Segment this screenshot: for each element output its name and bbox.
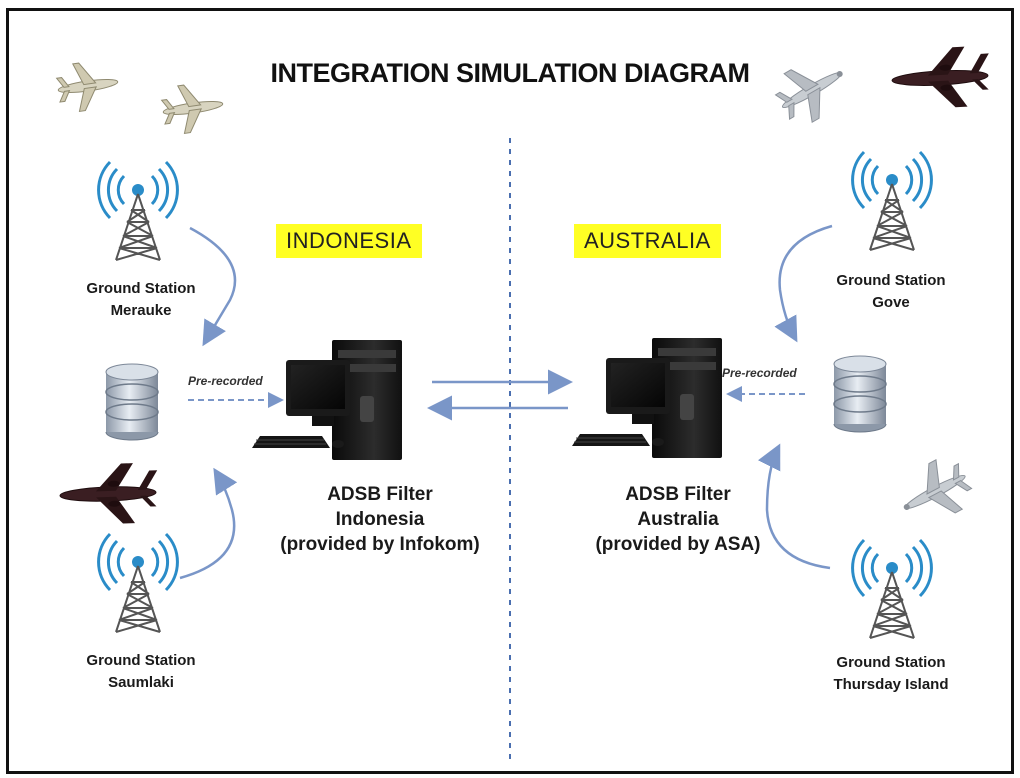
arrow <box>179 467 238 580</box>
computer-icon <box>571 337 723 459</box>
pre-recorded-label: Pre-recorded <box>188 374 263 388</box>
ground-station-name: Saumlaki <box>108 674 174 691</box>
airplane-icon <box>890 450 979 534</box>
ground-station-merauke: Ground Station Merauke <box>56 278 226 322</box>
ground-station-thursday-island: Ground Station Thursday Island <box>806 652 976 696</box>
ground-station-name: Gove <box>872 294 910 311</box>
arrow <box>774 224 833 343</box>
diagram-title: INTEGRATION SIMULATION DIAGRAM <box>270 58 750 88</box>
airplane-icon <box>58 461 160 527</box>
region-label-indonesia: INDONESIA <box>276 224 422 258</box>
ground-station-label: Ground Station <box>86 652 196 669</box>
antenna-tower-icon <box>851 538 933 640</box>
computer-icon <box>251 339 403 461</box>
adsb-filter-australia: ADSB Filter Australia (provided by ASA) <box>548 482 808 557</box>
ground-station-label: Ground Station <box>836 272 946 289</box>
arrow <box>189 226 237 347</box>
pre-recorded-label: Pre-recorded <box>722 366 797 380</box>
filter-title: ADSB Filter <box>625 484 731 505</box>
ground-station-name: Merauke <box>110 302 172 319</box>
antenna-tower-icon <box>851 150 933 252</box>
antenna-tower-icon <box>97 532 179 634</box>
ground-station-gove: Ground Station Gove <box>806 270 976 314</box>
filter-country: Australia <box>637 509 719 530</box>
ground-station-saumlaki: Ground Station Saumlaki <box>56 650 226 694</box>
adsb-filter-indonesia: ADSB Filter Indonesia (provided by Infok… <box>250 482 510 557</box>
filter-provider: (provided by Infokom) <box>280 534 480 555</box>
database-icon <box>105 363 159 441</box>
arrow <box>757 443 831 570</box>
region-label-australia: AUSTRALIA <box>574 224 721 258</box>
filter-title: ADSB Filter <box>327 484 433 505</box>
filter-country: Indonesia <box>335 509 425 530</box>
filter-provider: (provided by ASA) <box>595 534 761 555</box>
ground-station-label: Ground Station <box>86 280 196 297</box>
antenna-tower-icon <box>97 160 179 262</box>
ground-station-label: Ground Station <box>836 654 946 671</box>
ground-station-name: Thursday Island <box>833 676 949 693</box>
database-icon <box>833 355 887 433</box>
